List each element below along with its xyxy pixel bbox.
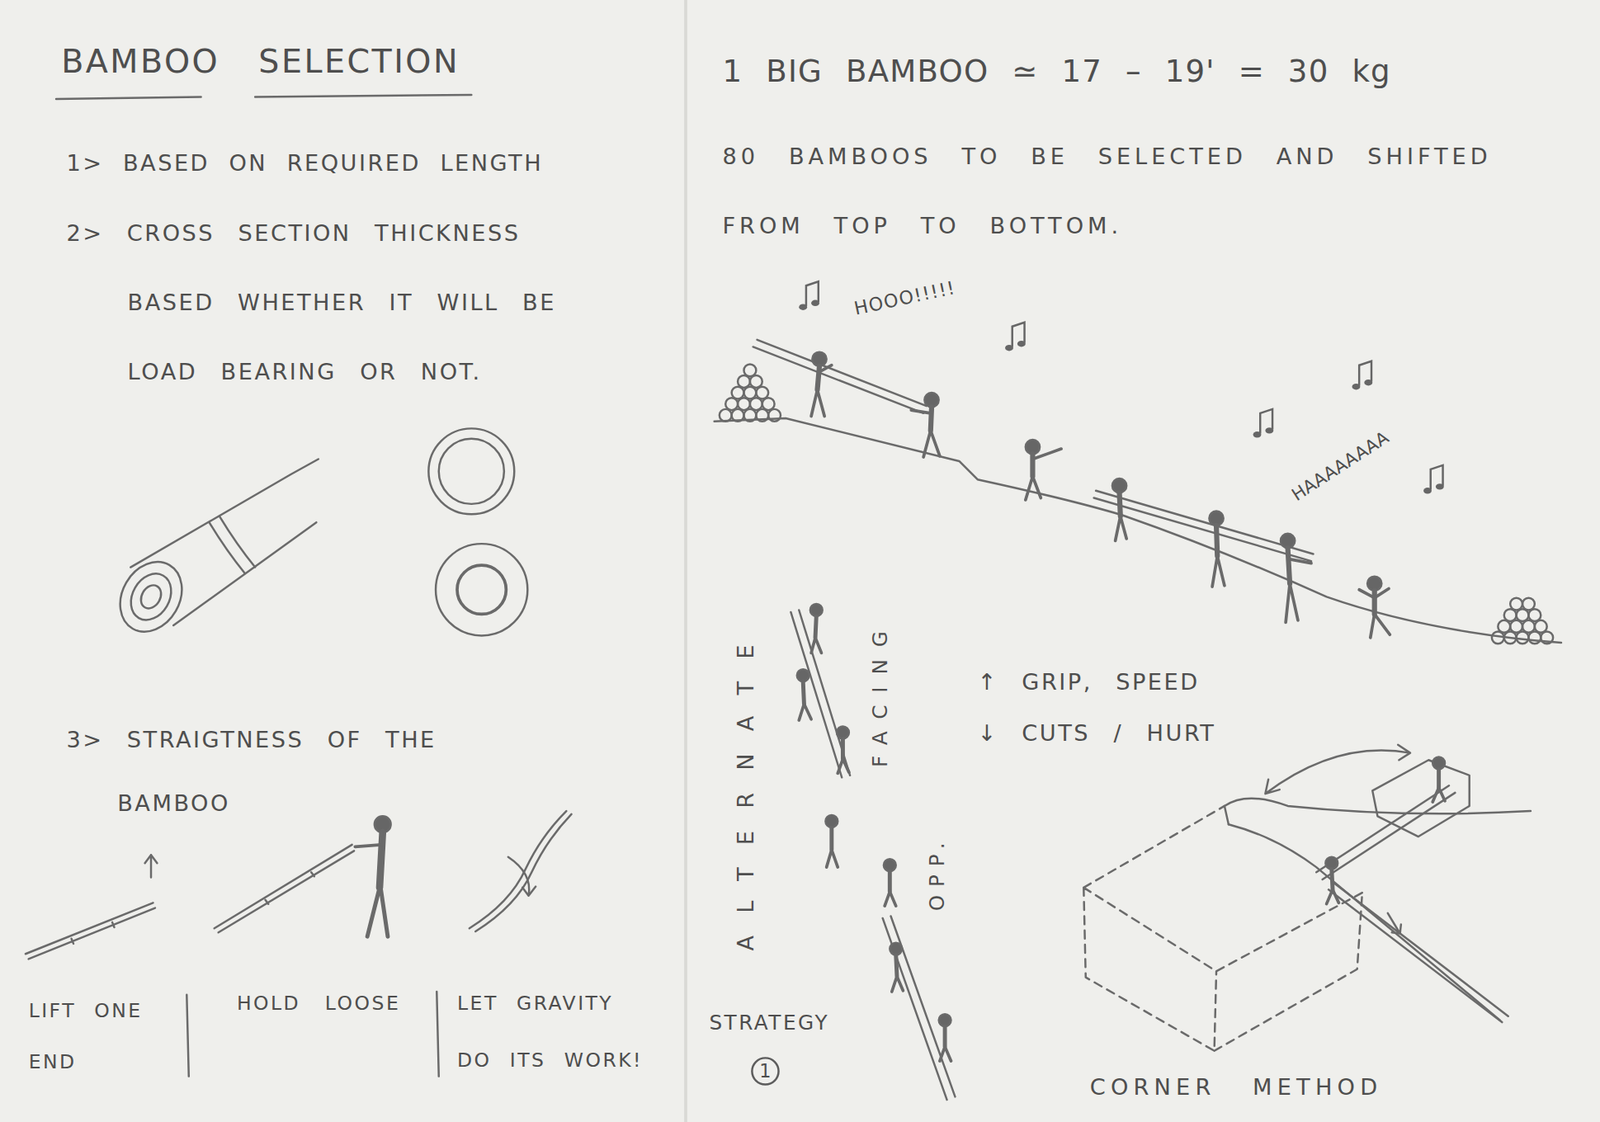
stick-figure [883, 858, 897, 907]
page-fold [684, 0, 688, 1122]
criterion-text: 1> BASED ON REQUIRED LENGTH [66, 142, 597, 184]
stick-figure [1359, 576, 1390, 638]
lift-sketch [25, 854, 158, 959]
carried-bamboo [753, 339, 927, 414]
stick-figure [889, 943, 903, 992]
strategy-note: OPP. [924, 834, 949, 911]
leaning-bamboo [882, 915, 956, 1100]
stick-figure [825, 815, 838, 868]
gravity-sketch [469, 811, 572, 932]
criterion-text: 3> STRAIGTNESS OF THE BAMBOO [66, 708, 557, 836]
stick-figure [1112, 478, 1127, 541]
bamboo-pile [1491, 598, 1553, 645]
stick-figure [1025, 439, 1062, 501]
strategy-heading: STRATEGY [708, 1010, 830, 1036]
strategy-note: ALTERNATE [732, 622, 760, 951]
stick-figure [797, 669, 812, 721]
step-caption: LIFT ONE END [28, 984, 182, 1087]
carried-bamboo [1094, 490, 1314, 562]
stick-figure [836, 726, 850, 774]
effect-note: ↑ GRIP, SPEED [977, 668, 1200, 697]
stick-figure [939, 1014, 952, 1062]
title-underline [56, 94, 472, 100]
stick-figure [810, 604, 823, 653]
circled-number: 1 [750, 1057, 780, 1086]
criterion-text: 2> CROSS SECTION THICKNESS BASED WHETHER… [66, 198, 587, 407]
bamboo-rings [428, 428, 528, 636]
task-note: 80 BAMBOOS TO BE SELECTED AND SHIFTED FR… [722, 122, 1581, 261]
hold-sketch [214, 816, 392, 937]
method-caption: CORNER METHOD [1090, 1073, 1383, 1102]
step-caption: HOLD LOOSE [236, 977, 431, 1029]
bamboo-cylinder [108, 458, 319, 643]
step-caption: LET GRAVITY DO ITS WORK! [457, 974, 652, 1090]
dimension-note: 1 BIG BAMBOO ≃ 17 – 19' = 30 kg [722, 46, 1560, 98]
leaning-bamboo [790, 609, 850, 778]
effect-note: ↓ CUTS / HURT [977, 719, 1217, 748]
number-text: 1 [759, 1061, 771, 1081]
page-title: BAMBOO SELECTION [61, 40, 460, 81]
stick-figure [811, 352, 832, 417]
stick-figure [1280, 533, 1312, 624]
bamboo-pile [719, 363, 781, 421]
hill-slope [714, 418, 1562, 643]
corner-method-sketch [1083, 745, 1531, 1052]
strategy-note: FACING [867, 618, 893, 768]
stick-figure [1208, 511, 1225, 588]
stick-figure [910, 392, 940, 458]
